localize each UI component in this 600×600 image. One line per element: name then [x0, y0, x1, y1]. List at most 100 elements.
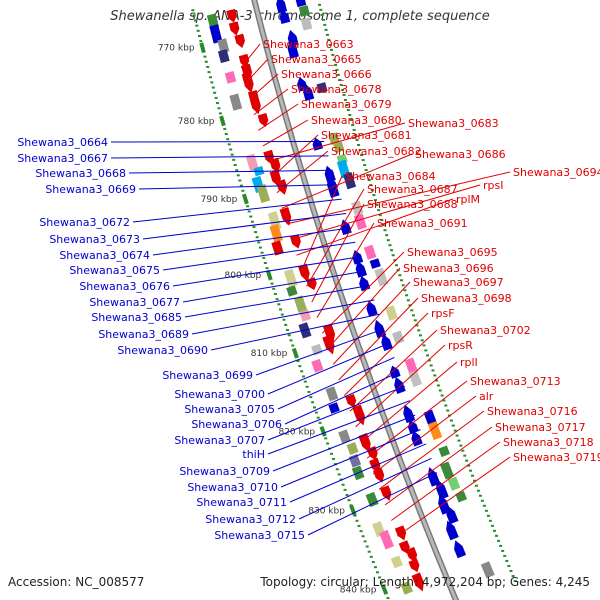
leader-line-forward	[384, 426, 493, 506]
ruler-dot-right	[279, 308, 283, 311]
ruler-dot-left	[400, 279, 404, 282]
leader-line-reverse	[267, 385, 405, 441]
ruler-dot-right	[241, 189, 245, 192]
gene-label-forward: Shewana3_0686	[415, 148, 506, 161]
ruler-dot-right	[236, 174, 240, 177]
ruler-dot-left	[415, 324, 419, 327]
feature-box	[311, 343, 323, 356]
ruler-dot-left	[438, 389, 442, 392]
ruler-dot-left	[465, 459, 469, 462]
gene-label-forward: rpsI	[483, 179, 503, 192]
feature-box	[293, 295, 308, 313]
gene-label-reverse: Shewana3_0710	[187, 481, 278, 494]
ruler-dot-right	[254, 231, 258, 234]
label-leaders	[110, 43, 511, 537]
feature-box	[217, 49, 230, 64]
ruler-dot-left	[318, 3, 322, 6]
ruler-dot-left	[440, 394, 444, 397]
gene-label-reverse: Shewana3_0674	[59, 249, 150, 262]
ruler-dot-left	[449, 419, 453, 422]
gene-label-forward: Shewana3_0694	[513, 166, 600, 179]
ruler-dot-left	[358, 149, 362, 152]
ruler-dot-left	[341, 88, 345, 91]
ruler-dot-left	[417, 329, 421, 332]
ruler-dot-right	[311, 401, 315, 404]
gene-label-forward: rplM	[456, 193, 480, 206]
leader-line-forward	[321, 251, 405, 334]
ruler-dot-left	[363, 164, 367, 167]
ruler-dot-right	[199, 40, 203, 43]
gene-label-forward: Shewana3_0665	[271, 53, 362, 66]
ruler-dot-left	[366, 174, 370, 177]
ruler-dot-left	[451, 424, 455, 427]
gene-label-reverse: Shewana3_0669	[45, 183, 136, 196]
feature-box	[271, 240, 284, 256]
ruler-dot-left	[383, 229, 387, 232]
gene-arrow-reverse	[287, 39, 300, 59]
ruler-dot-left	[467, 464, 471, 467]
ruler-dot-left	[463, 454, 467, 457]
feature-box	[365, 491, 379, 508]
ruler-dot-right	[204, 60, 208, 63]
leader-line-forward	[286, 171, 511, 225]
ruler-dot-right	[298, 365, 302, 368]
ruler-dot-right	[316, 416, 320, 419]
ruler-dot-right	[223, 127, 227, 130]
ruler-dot-left	[329, 48, 333, 51]
ruler-dot-right	[277, 303, 281, 306]
ruler-dot-right	[218, 112, 222, 115]
ruler-dot-right	[203, 55, 207, 58]
leader-line-forward	[296, 198, 454, 256]
ruler-dot-left	[408, 304, 412, 307]
ruler-dot-right	[337, 473, 341, 476]
gene-label-reverse: Shewana3_0707	[174, 434, 265, 447]
gene-label-reverse: Shewana3_0676	[79, 280, 170, 293]
feature-box	[209, 24, 223, 44]
gene-arrow-forward	[228, 21, 240, 36]
gene-label-forward: Shewana3_0682	[331, 145, 422, 158]
feature-box	[316, 82, 328, 94]
ruler-dot-left	[324, 28, 328, 31]
ruler-dot-right	[318, 421, 322, 424]
chromosome-backbone	[251, 0, 460, 600]
ruler-dot-right	[349, 504, 353, 507]
ruler-dot-left	[352, 128, 356, 131]
ruler-dot-right	[353, 514, 357, 517]
topology-text: Topology: circular; Length: 4,972,204 bp…	[260, 575, 590, 589]
feature-box	[480, 561, 495, 579]
gene-arrow-forward	[276, 179, 288, 195]
ruler-dot-right	[213, 91, 217, 94]
ruler-dot-right	[272, 287, 276, 290]
gene-label-reverse: thiH	[242, 448, 265, 461]
ruler-dot-left	[373, 199, 377, 202]
leader-line-forward	[311, 203, 365, 303]
backbone-line	[252, 0, 458, 600]
ruler-dot-right	[239, 184, 243, 187]
ruler-dot-right	[229, 148, 233, 151]
ruler-dot-right	[343, 488, 347, 491]
ruler-dot-left	[426, 354, 430, 357]
leader-line-forward	[372, 395, 477, 475]
feature-box	[298, 5, 310, 17]
ruler-dot-right	[210, 81, 214, 84]
feature-box	[333, 141, 345, 153]
feature-box	[293, 0, 307, 8]
ruler-dot-right	[247, 210, 251, 213]
ruler-dot-left	[461, 449, 465, 452]
leader-line-forward	[332, 281, 411, 365]
ruler-dot-right	[226, 138, 230, 141]
ruler-dot-left	[433, 374, 437, 377]
ruler-dot-left	[369, 184, 373, 187]
ruler-dot-right	[375, 571, 379, 574]
ruler-dot-right	[359, 530, 363, 533]
ruler-dot-right	[355, 519, 359, 522]
ruler-dot-right	[365, 545, 369, 548]
gene-label-forward: Shewana3_0717	[495, 421, 586, 434]
ruler-dot-left	[355, 139, 359, 142]
gene-arrow-forward	[226, 8, 237, 23]
ruler-dot-left	[492, 529, 496, 532]
gene-arrow-forward	[234, 33, 246, 49]
ruler-dot-left	[336, 73, 340, 76]
leader-line-forward	[267, 122, 406, 162]
